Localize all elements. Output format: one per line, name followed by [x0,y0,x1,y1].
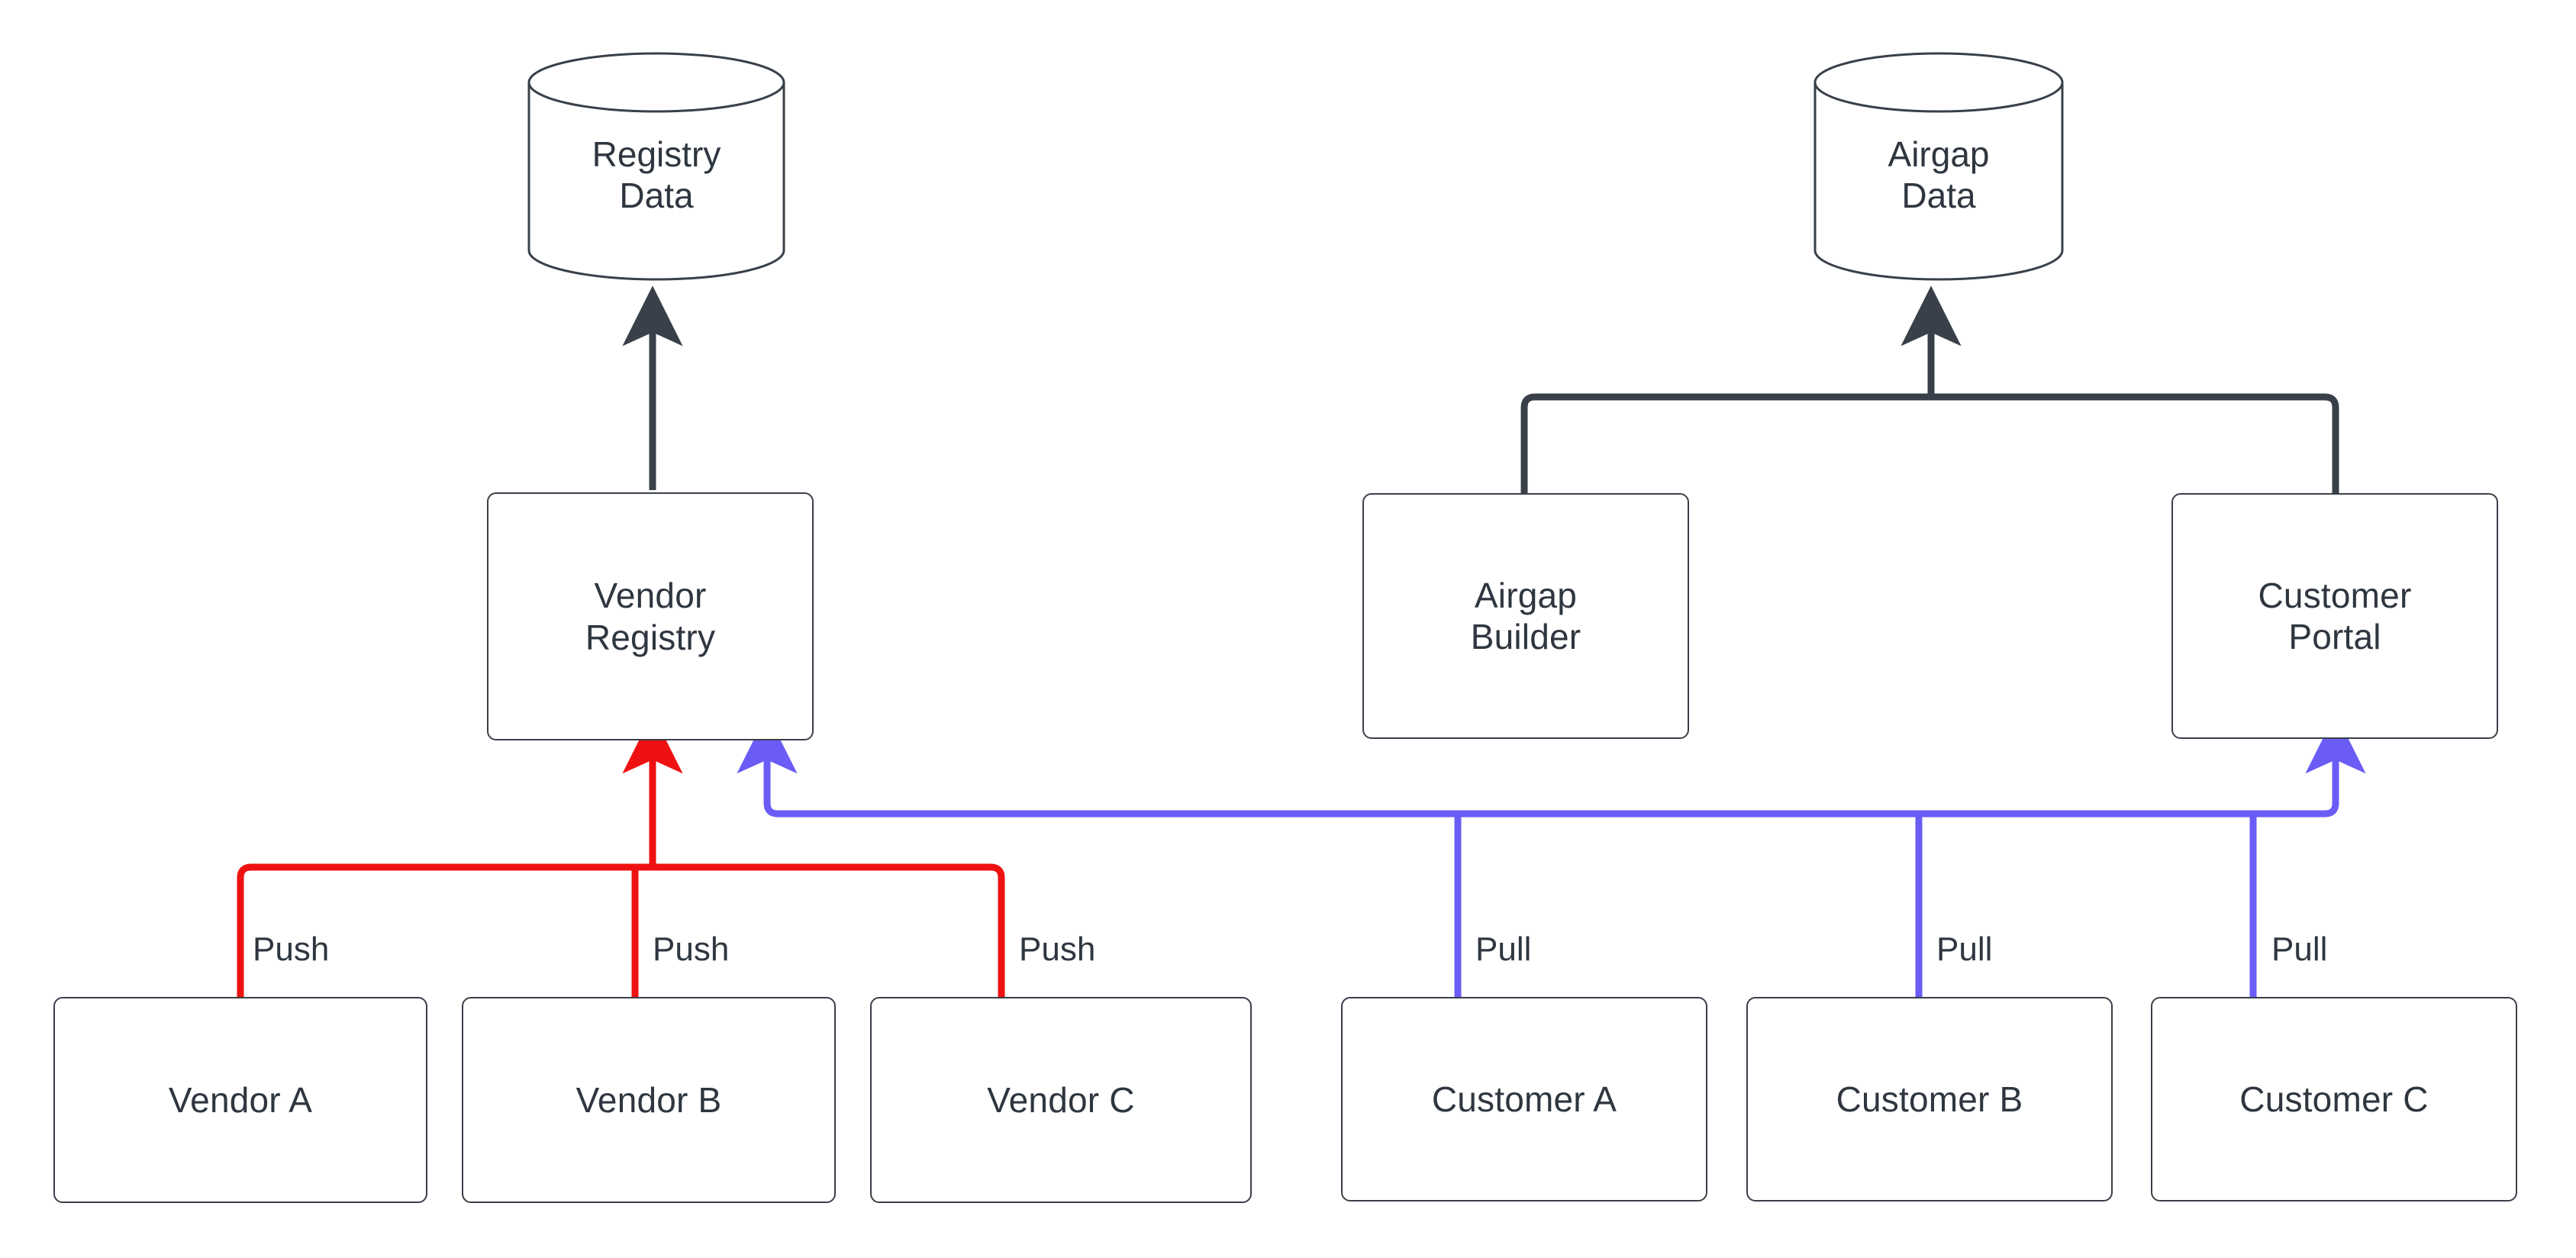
connector-airgap-bracket [1520,393,2339,493]
node-airgap-builder[interactable]: Airgap Builder [1362,493,1689,739]
edge-label-push-vendor-a: Push [253,931,330,968]
node-customer-b[interactable]: Customer B [1746,997,2113,1202]
edge-label-push-vendor-c: Push [1019,931,1096,968]
node-customer-a[interactable]: Customer A [1341,997,1707,1202]
node-vendor-c[interactable]: Vendor C [870,997,1252,1203]
connector-push-rail [237,863,1005,997]
cylinder-icon [527,52,785,281]
node-vendor-a[interactable]: Vendor A [53,997,427,1203]
edge-label-pull-customer-c: Pull [2271,931,2328,968]
node-customer-c[interactable]: Customer C [2151,997,2517,1202]
node-customer-portal[interactable]: Customer Portal [2171,493,2498,739]
cylinder-icon [1814,52,2064,281]
connector-pull-rail [763,739,2339,818]
datastore-airgap-data[interactable]: Airgap Data [1813,52,2065,281]
node-vendor-registry[interactable]: Vendor Registry [487,492,814,740]
edge-label-pull-customer-a: Pull [1475,931,1532,968]
edge-label-push-vendor-b: Push [653,931,730,968]
datastore-registry-data[interactable]: Registry Data [527,52,786,281]
node-vendor-b[interactable]: Vendor B [462,997,836,1203]
datastore-label: Registry Data [592,134,721,215]
edge-label-pull-customer-b: Pull [1936,931,1993,968]
datastore-label: Airgap Data [1888,134,1990,215]
